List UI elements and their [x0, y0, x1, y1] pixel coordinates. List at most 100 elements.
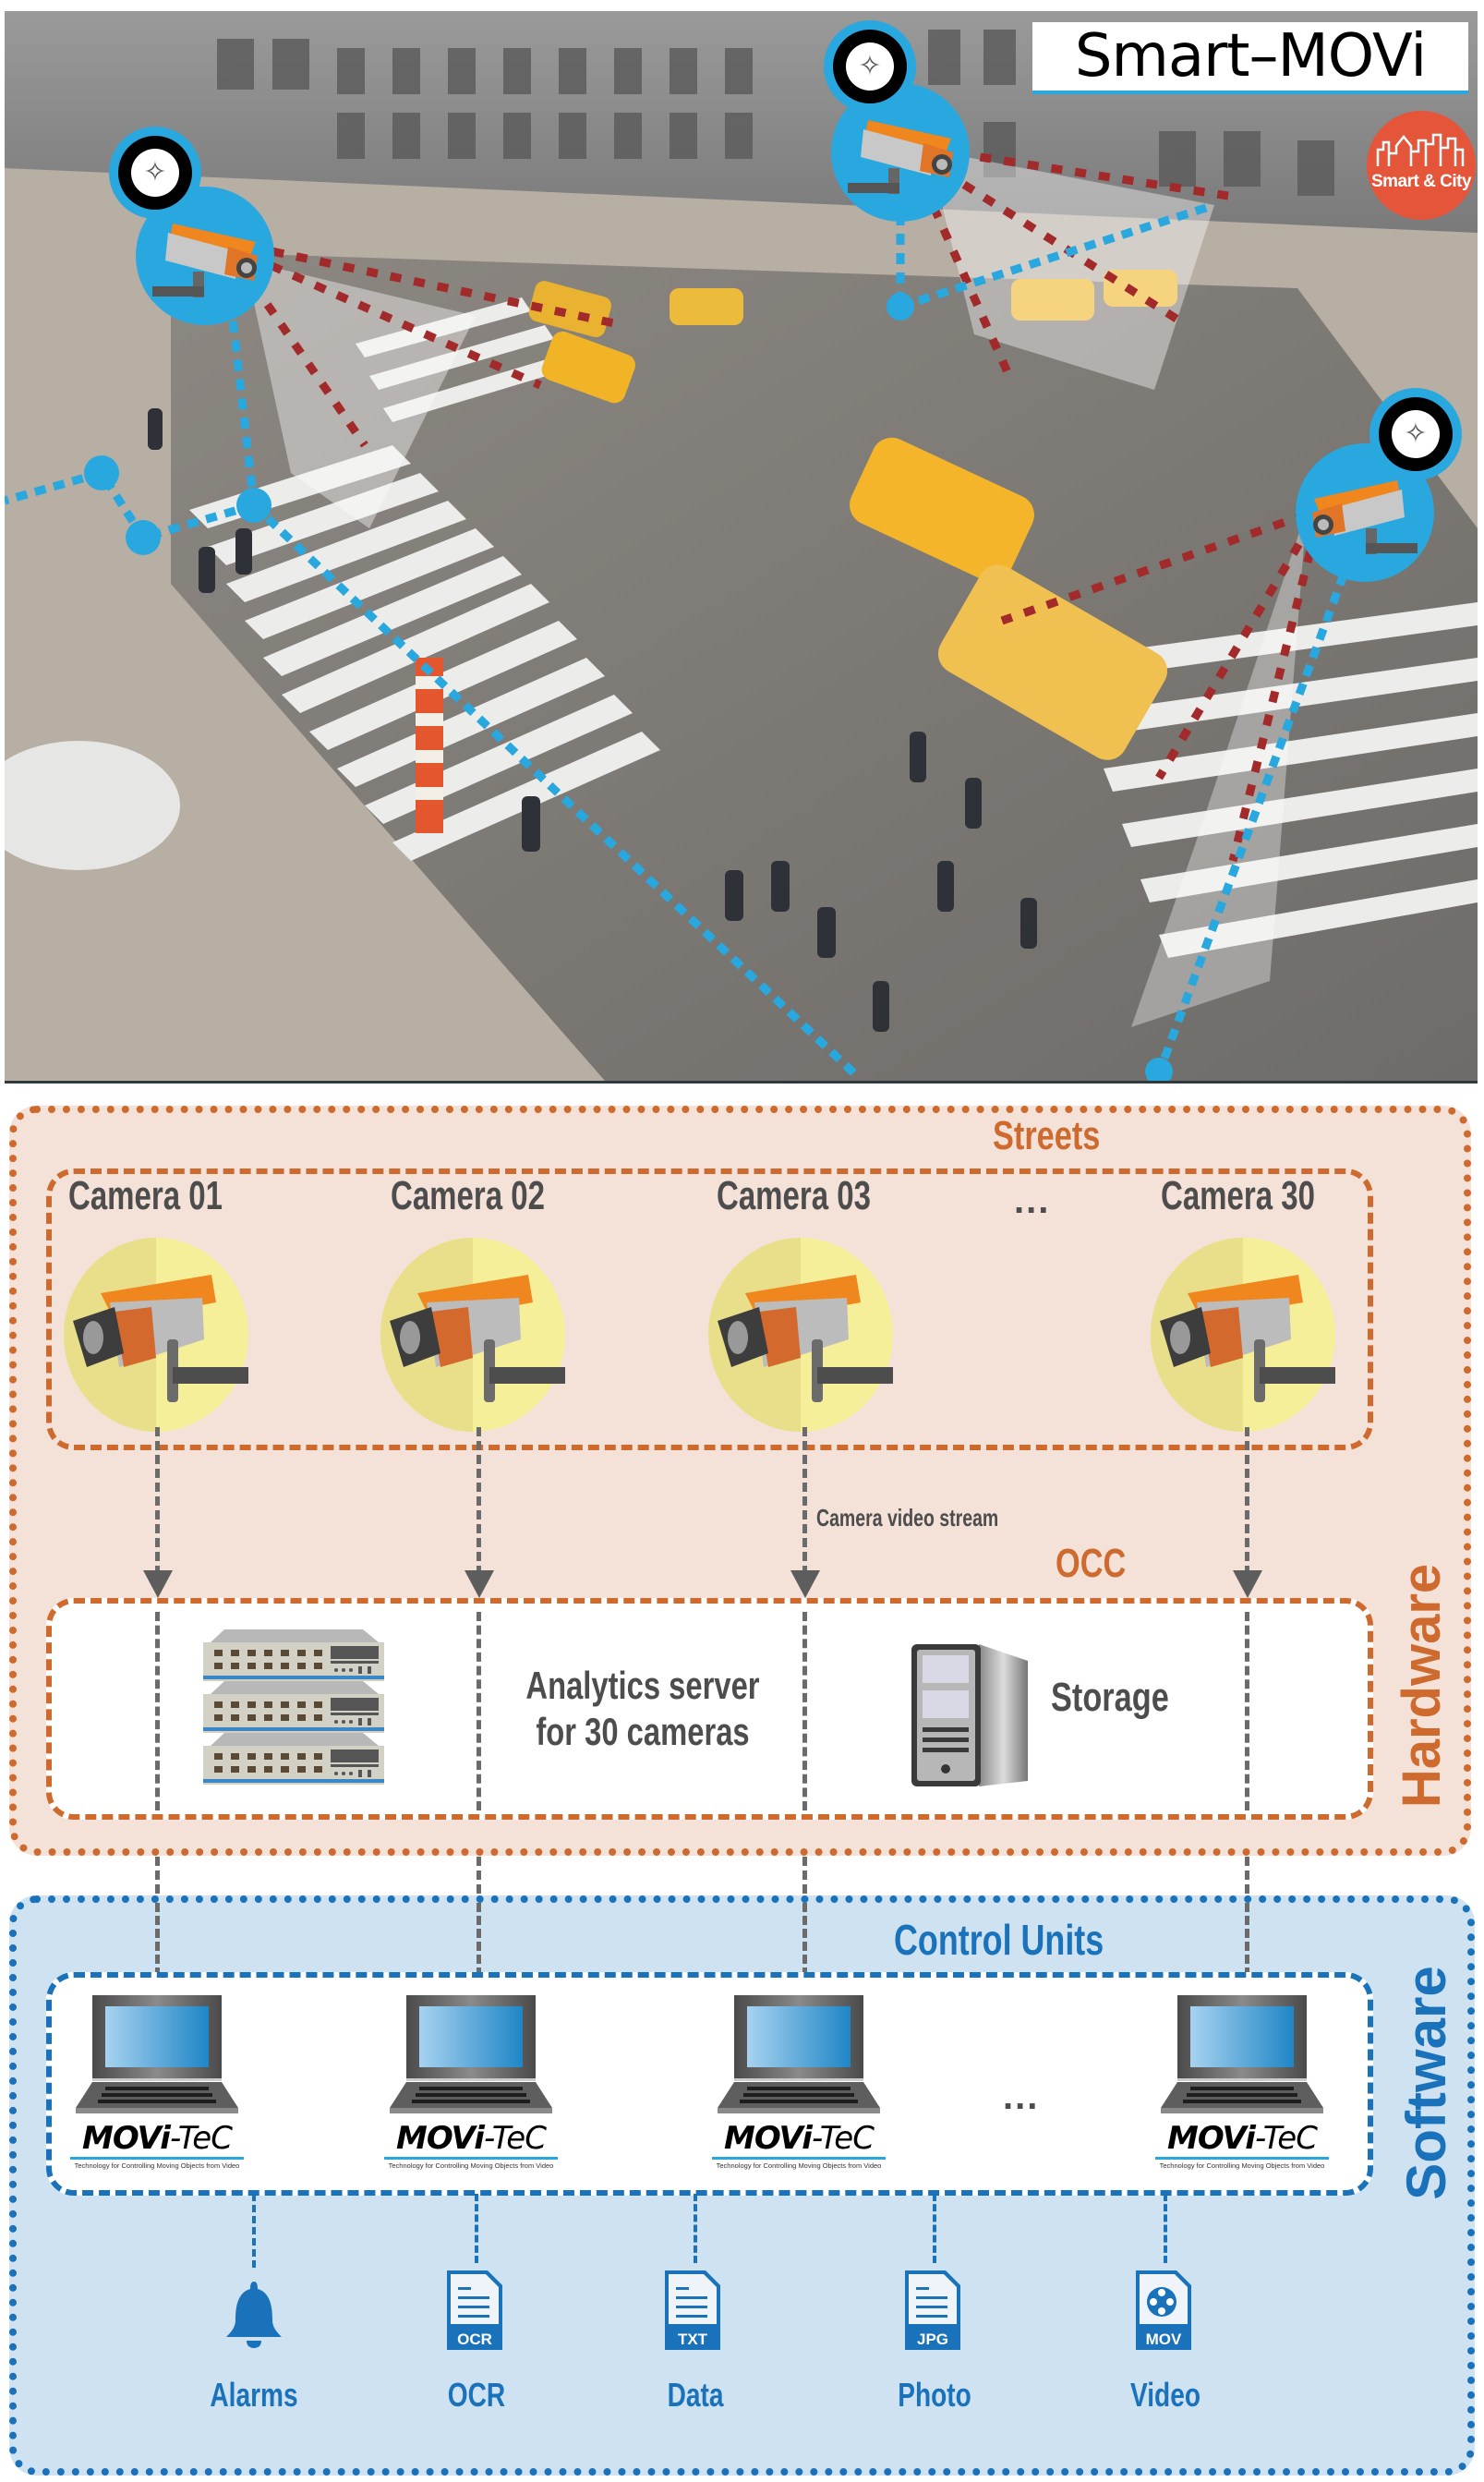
arrow-down-icon — [1233, 1570, 1262, 1598]
stream-line — [477, 1612, 481, 1810]
streets-group — [46, 1168, 1373, 1450]
camera-spot-icon — [64, 1238, 248, 1432]
fov-top — [928, 150, 1214, 390]
top-brand-ring: ✧ — [824, 20, 916, 113]
laptop-icon — [716, 1995, 882, 2115]
movi-tec-logo: MOVi-TeC Technology for Controlling Movi… — [379, 2123, 563, 2170]
stream-line — [155, 1612, 160, 1810]
file-icon: OCR — [445, 2269, 504, 2352]
left-brand-ring: ✧ — [109, 127, 201, 219]
laptop-icon — [388, 1995, 554, 2115]
logo-underline — [70, 2157, 244, 2160]
laptop-icon — [74, 1995, 240, 2115]
badge-text: Smart & City — [1370, 172, 1472, 191]
pedestrians — [148, 408, 1037, 1032]
movi-tec-wordmark: MOVi-TeC — [1167, 2120, 1318, 2157]
camera-label: Camera 02 — [391, 1173, 545, 1218]
fov-left — [245, 260, 476, 528]
city-intersection-photo: ✧ ✧ ✧ — [5, 11, 1478, 1084]
camera-spot-icon — [380, 1238, 565, 1432]
cctv-camera-icon — [1312, 480, 1418, 554]
right-brand-ring: ✧ — [1369, 388, 1462, 480]
laptop-icon — [1159, 1995, 1325, 2115]
file-icon: JPG — [903, 2269, 962, 2352]
occ-title: OCC — [1056, 1541, 1127, 1586]
movi-tec-tagline: Technology for Controlling Moving Object… — [74, 2161, 240, 2170]
stream-line — [477, 1427, 481, 1575]
stream-line — [477, 1903, 481, 1977]
hardware-section-label: Hardware — [1392, 1563, 1452, 1809]
output-label-ocr: OCR — [447, 2376, 506, 2414]
movi-tec-logo: MOVi-TeC Technology for Controlling Movi… — [1150, 2123, 1334, 2170]
smart-movi-logo: Smart–MOVi — [1032, 22, 1468, 94]
wheel-star-icon: ✧ — [846, 42, 894, 91]
cameras-ellipsis: ... — [1014, 1180, 1051, 1221]
wheel-star-icon: ✧ — [131, 149, 179, 197]
stream-line — [802, 1427, 807, 1575]
roadway — [171, 251, 1478, 1081]
movi-tec-wordmark: MOVi-TeC — [396, 2120, 547, 2157]
output-line — [694, 2194, 697, 2263]
bell-icon — [226, 2282, 282, 2348]
movi-tec-tagline: Technology for Controlling Moving Object… — [1159, 2161, 1325, 2170]
camera-label: Camera 03 — [717, 1173, 871, 1218]
stream-line — [1245, 1903, 1249, 1977]
logo-text: Smart–MOVi — [1074, 22, 1427, 91]
taxis — [528, 270, 1177, 760]
output-line — [475, 2194, 478, 2263]
cctv-camera-icon — [152, 224, 258, 297]
stream-line — [155, 1903, 160, 1977]
server-rack-icon — [203, 1629, 384, 1785]
analytics-server-label: Analytics server for 30 cameras — [499, 1663, 787, 1755]
stream-line — [1245, 1427, 1249, 1575]
control-units-title: Control Units — [894, 1916, 1104, 1964]
network-nodes — [84, 293, 1173, 1081]
control-units-group — [46, 1972, 1373, 2196]
smart-city-badge: Smart & City — [1367, 111, 1476, 220]
storage-server-icon — [911, 1644, 1028, 1786]
cctv-camera-icon — [848, 120, 953, 194]
camera-label: Camera 01 — [68, 1173, 223, 1218]
city-skyline-icon — [1376, 133, 1465, 166]
fov-lines — [236, 145, 1321, 863]
output-line — [252, 2194, 256, 2268]
movi-tec-logo: MOVi-TeC Technology for Controlling Movi… — [65, 2123, 249, 2170]
output-line — [1164, 2194, 1167, 2263]
camera-spot-icon — [708, 1238, 893, 1432]
logo-underline — [712, 2157, 886, 2160]
arrow-down-icon — [790, 1570, 820, 1598]
camera-spot-icon — [1151, 1238, 1335, 1432]
laptops-ellipsis: ... — [1003, 2076, 1040, 2117]
movi-tec-wordmark: MOVi-TeC — [724, 2120, 875, 2157]
stream-label: Camera video stream — [816, 1504, 999, 1532]
svg-text:MOV: MOV — [1146, 2331, 1182, 2348]
output-label-alarms: Alarms — [210, 2376, 298, 2414]
video-file-icon: MOV — [1134, 2269, 1193, 2352]
output-label-video: Video — [1130, 2376, 1200, 2414]
left-camera-marker[interactable] — [136, 187, 274, 325]
stream-line — [802, 1903, 807, 1977]
fov-right — [1131, 510, 1307, 1027]
arrow-down-icon — [465, 1570, 494, 1598]
server-label-line1: Analytics server — [525, 1664, 760, 1707]
svg-text:OCR: OCR — [457, 2331, 492, 2348]
movi-tec-tagline: Technology for Controlling Moving Object… — [716, 2161, 882, 2170]
server-label-line2: for 30 cameras — [536, 1710, 750, 1753]
white-car — [5, 741, 180, 870]
streets-title: Streets — [993, 1113, 1101, 1158]
storage-label: Storage — [1051, 1675, 1169, 1720]
output-label-photo: Photo — [898, 2376, 971, 2414]
wheel-star-icon: ✧ — [1392, 410, 1440, 458]
logo-underline — [384, 2157, 558, 2160]
movi-tec-tagline: Technology for Controlling Moving Object… — [388, 2161, 554, 2170]
stream-line — [155, 1427, 160, 1575]
stream-line — [802, 1612, 807, 1810]
svg-text:TXT: TXT — [678, 2331, 708, 2348]
arrow-down-icon — [143, 1570, 173, 1598]
movi-tec-logo: MOVi-TeC Technology for Controlling Movi… — [706, 2123, 891, 2170]
output-label-data: Data — [667, 2376, 724, 2414]
logo-underline — [1155, 2157, 1329, 2160]
software-section-label: Software — [1395, 1966, 1457, 2200]
movi-tec-wordmark: MOVi-TeC — [82, 2120, 233, 2157]
building-windows — [217, 30, 1334, 196]
